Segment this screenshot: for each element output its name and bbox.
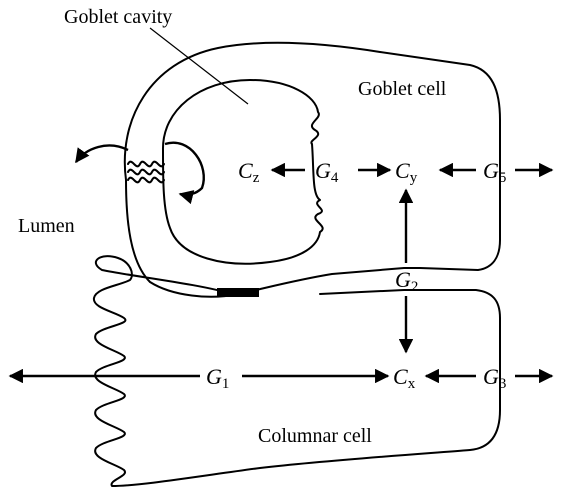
g4-symbol: G4 [315, 158, 339, 186]
g5-symbol: G5 [483, 158, 506, 186]
cy-symbol: Cy [395, 158, 418, 186]
right-curved-arrow [165, 143, 204, 195]
columnar-cell-label: Columnar cell [258, 425, 372, 447]
goblet-cell-label: Goblet cell [358, 78, 447, 100]
cz-symbol: Cz [238, 158, 260, 186]
g3-symbol: G3 [483, 364, 506, 392]
junctional-complex [217, 288, 259, 297]
apical-connection-coils [128, 162, 164, 183]
columnar-cell-outline [94, 256, 500, 486]
lumen-label: Lumen [18, 215, 75, 237]
goblet-cavity-label: Goblet cavity [64, 6, 172, 28]
cx-symbol: Cx [393, 364, 416, 392]
g2-symbol: G2 [395, 267, 418, 295]
left-curved-arrow [76, 146, 128, 162]
g1-symbol: G1 [206, 364, 229, 392]
